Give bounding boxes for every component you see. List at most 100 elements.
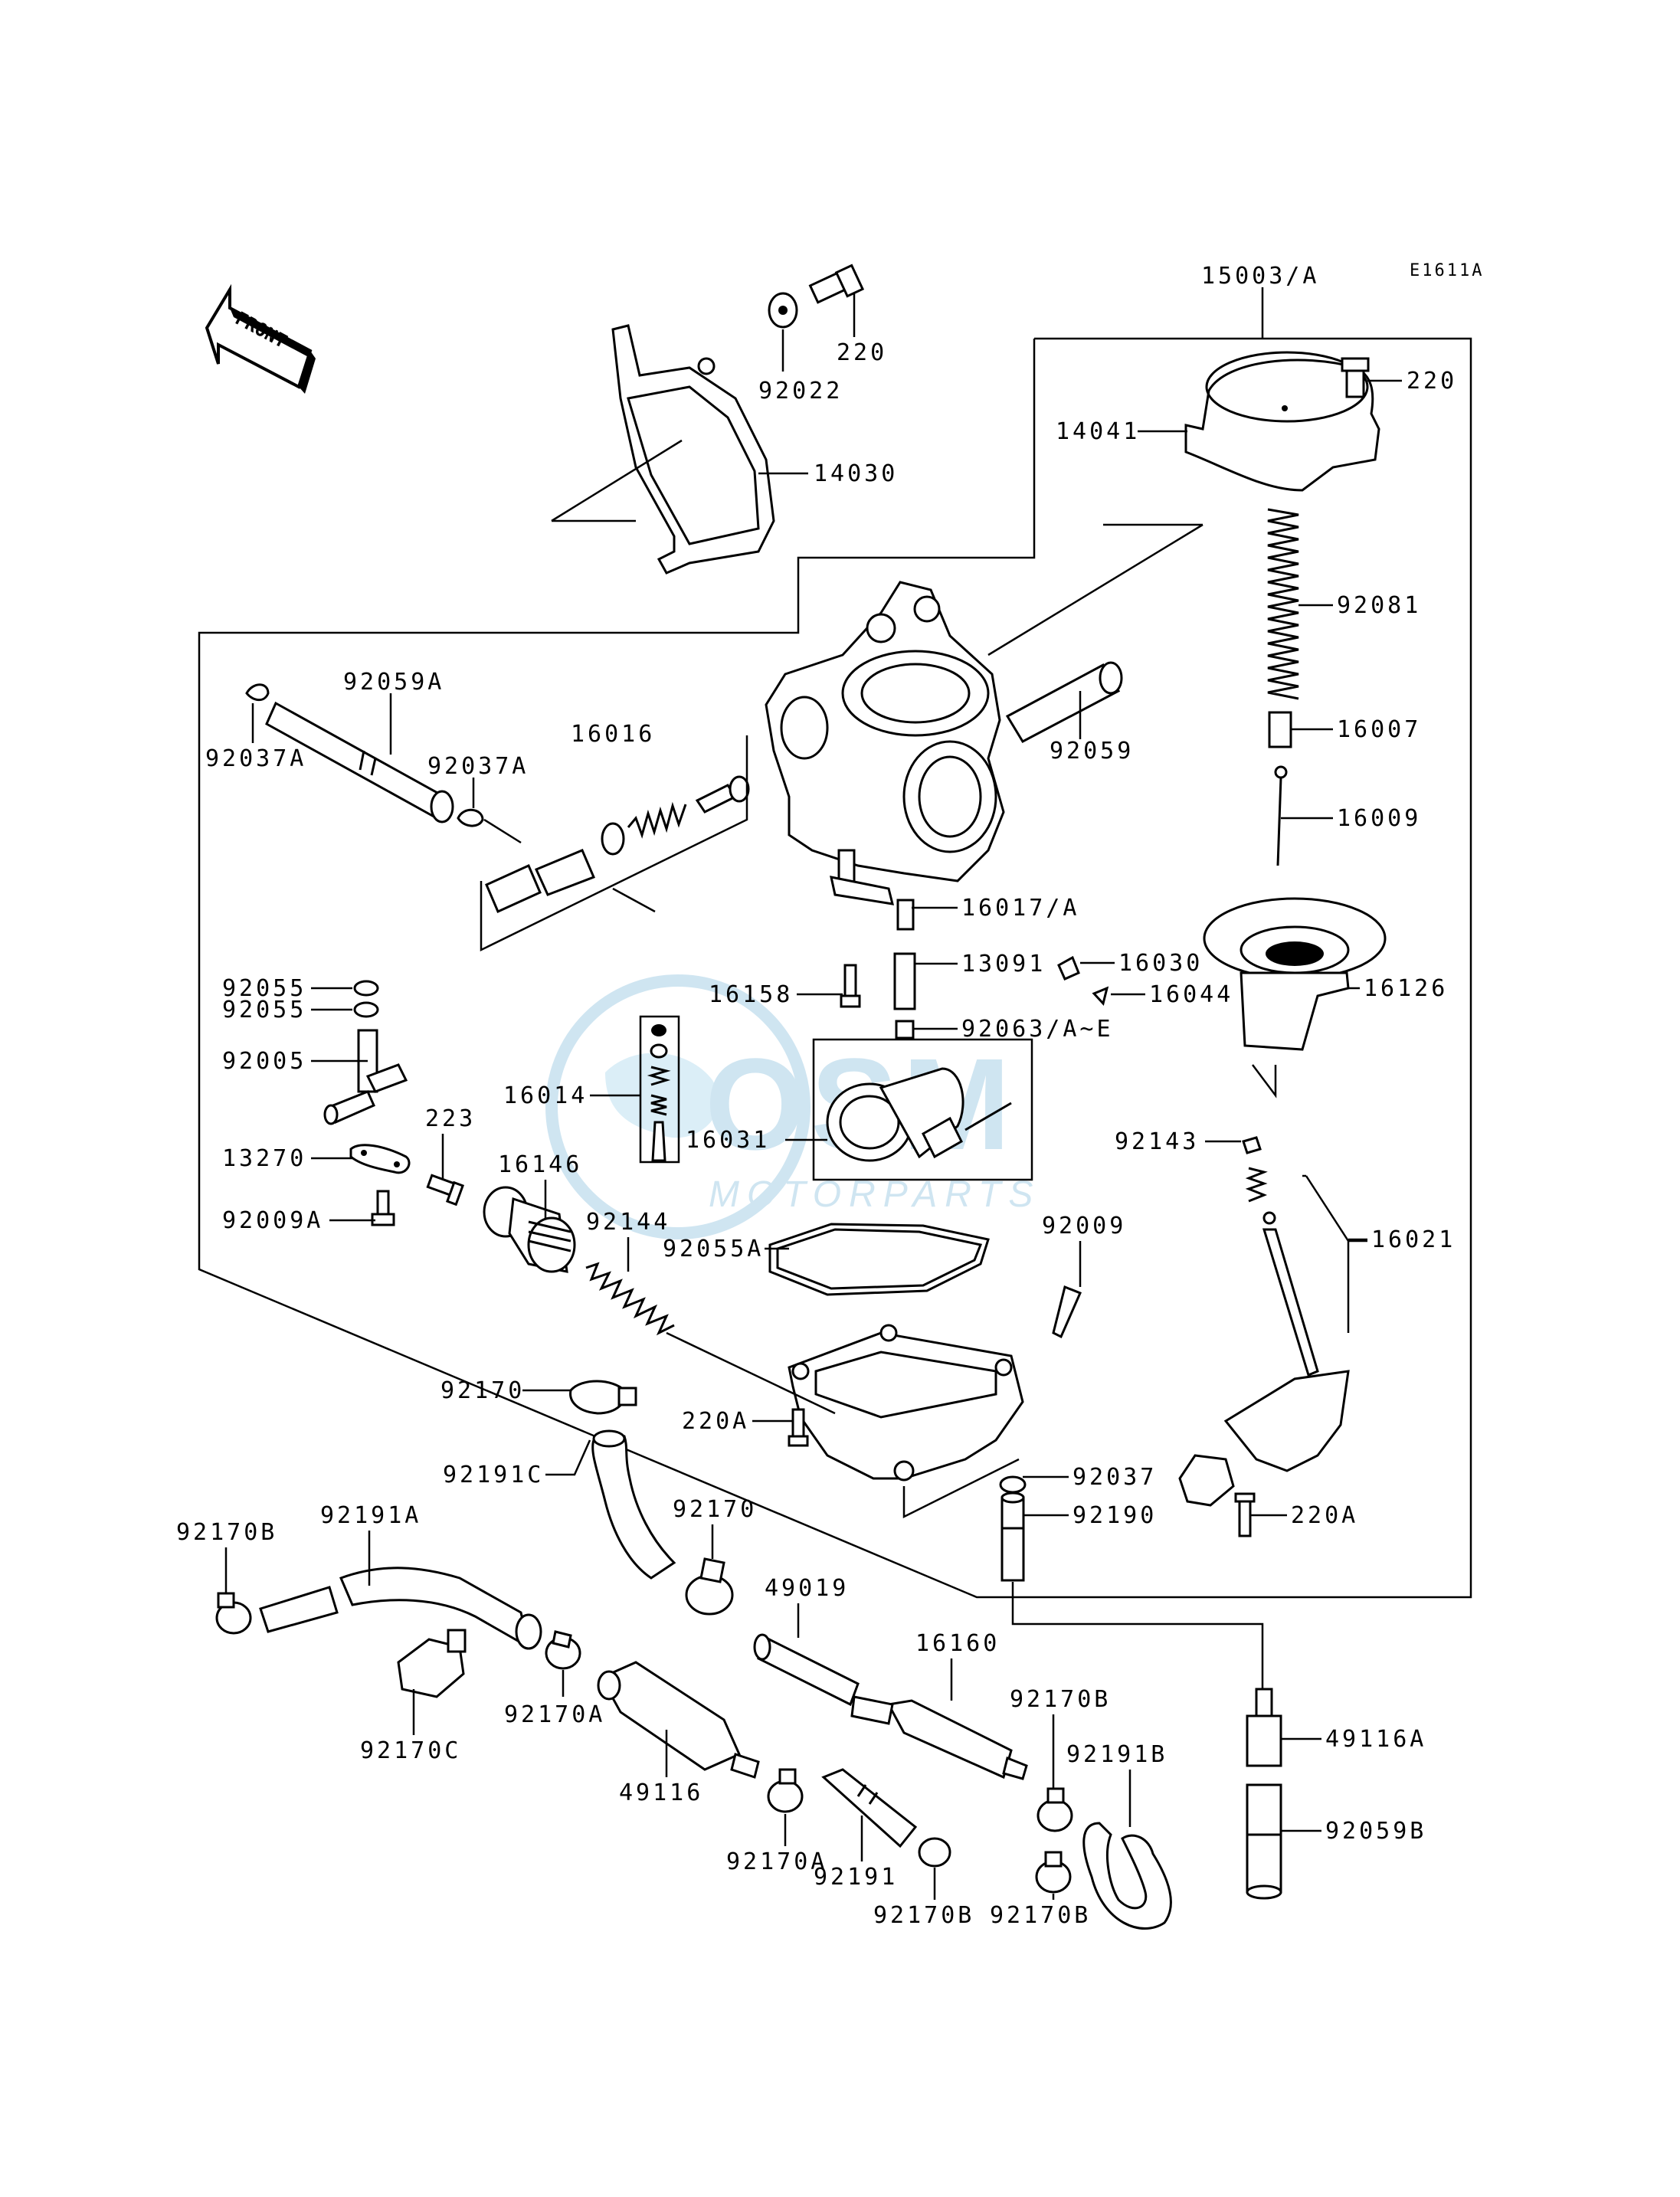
clamp-92170-top: [569, 1380, 637, 1415]
screw-223: [426, 1174, 465, 1207]
needle-set-16014: [647, 1024, 671, 1162]
label-92081: 92081: [1337, 592, 1421, 619]
label-92170B-mid: 92170B: [1010, 1686, 1111, 1713]
oring-92055-b: [353, 1001, 379, 1018]
label-92170A-a: 92170A: [504, 1701, 605, 1728]
emulsion-tube-13091: [893, 952, 916, 1010]
label-14030: 14030: [814, 460, 898, 487]
globe-logo: [545, 974, 811, 1239]
label-92055-b: 92055: [222, 997, 306, 1023]
jet-16030: [1057, 955, 1080, 981]
hose-92191: [821, 1768, 918, 1848]
hose-92191B: [1082, 1822, 1172, 1930]
needle-16009: [1274, 765, 1288, 866]
clamp-92170-mid: [685, 1557, 734, 1616]
jet-16017: [896, 899, 915, 931]
screw-220A-left: [788, 1408, 809, 1447]
top-cover-part: [611, 324, 775, 575]
label-49019: 49019: [765, 1575, 849, 1602]
screw-92009A: [371, 1190, 395, 1226]
choke-plunger-16021: [1178, 1167, 1350, 1507]
spring-92081: [1267, 508, 1299, 700]
label-14041: 14041: [1056, 418, 1140, 445]
label-16158: 16158: [709, 981, 793, 1008]
label-49116A: 49116A: [1325, 1726, 1426, 1753]
label-92059: 92059: [1050, 738, 1134, 765]
label-220-right: 220: [1407, 368, 1457, 395]
label-92037: 92037: [1073, 1464, 1157, 1491]
label-16146: 16146: [498, 1151, 582, 1178]
spring-92144: [585, 1262, 675, 1336]
clamp-92170B-b2: [1035, 1851, 1072, 1894]
label-16044: 16044: [1149, 981, 1233, 1008]
label-92037A-mid: 92037A: [427, 753, 529, 780]
label-220A-right: 220A: [1291, 1502, 1358, 1529]
screw-220A-right: [1234, 1492, 1256, 1537]
label-13270: 13270: [222, 1145, 306, 1172]
label-16009: 16009: [1337, 805, 1421, 832]
float-bowl: [788, 1324, 1024, 1482]
label-92022: 92022: [758, 378, 843, 404]
label-92191: 92191: [814, 1864, 898, 1891]
part-labels: 15003/A 220 92022 14030 220 14041 92081 …: [176, 263, 1457, 1929]
label-13091: 13091: [961, 951, 1046, 977]
label-92143: 92143: [1115, 1128, 1199, 1155]
carburetor-body: [765, 581, 1005, 905]
clamp-92170A-b: [767, 1768, 804, 1813]
watermark-sub: MOTORPARTS: [709, 1174, 1040, 1215]
label-92170B-b1: 92170B: [873, 1902, 974, 1929]
clamp-92170A-a: [545, 1630, 581, 1670]
label-92009A: 92009A: [222, 1207, 323, 1234]
choke-16146: [483, 1186, 576, 1273]
label-92059B: 92059B: [1325, 1818, 1426, 1845]
oring-92055-a: [353, 980, 379, 997]
assembly-boundary: [198, 337, 1472, 1599]
label-16160: 16160: [915, 1630, 1000, 1657]
fitting-92005: [323, 1029, 408, 1125]
screw-220-top: [808, 264, 865, 304]
label-49116: 49116: [619, 1780, 703, 1806]
label-92170A-b: 92170A: [726, 1848, 827, 1875]
clip-92037A-left: [245, 683, 270, 702]
label-16016: 16016: [571, 721, 655, 748]
hose-92190: [1000, 1491, 1025, 1582]
hose-92191C: [591, 1429, 676, 1580]
clamp-92170C: [397, 1629, 467, 1698]
label-92170-a: 92170: [440, 1377, 525, 1404]
plate-13270: [349, 1144, 411, 1174]
connector-49116A: [1246, 1688, 1282, 1767]
screw-220-right: [1341, 357, 1370, 398]
label-92063: 92063/A~E: [961, 1016, 1114, 1043]
label-92055-a: 92055: [222, 975, 306, 1002]
label-92170B-left: 92170B: [176, 1519, 277, 1546]
subbox-16031: [812, 1038, 1033, 1181]
diaphragm-16126: [1203, 897, 1387, 1051]
label-16021: 16021: [1371, 1226, 1456, 1253]
label-92005: 92005: [222, 1048, 306, 1075]
filter-49116: [597, 1661, 760, 1779]
label-92170-b: 92170: [673, 1496, 757, 1523]
spring-92143: [1242, 1136, 1262, 1154]
hose-92191A: [259, 1567, 542, 1650]
label-220-top: 220: [837, 339, 887, 366]
clamp-92170B-b1: [918, 1837, 951, 1868]
label-16031: 16031: [686, 1127, 770, 1154]
clip-92037A-mid: [457, 808, 484, 827]
label-92144: 92144: [586, 1209, 670, 1236]
label-92037A-left: 92037A: [205, 745, 306, 772]
gasket-92055A: [768, 1223, 990, 1296]
label-92059A: 92059A: [343, 669, 444, 696]
pipe-49019: [753, 1633, 860, 1707]
main-jet-92063: [895, 1020, 915, 1040]
label-16030: 16030: [1118, 950, 1203, 977]
intake-16031: [826, 1067, 1012, 1162]
clip-92037: [999, 1475, 1027, 1494]
ring-16044: [1092, 986, 1109, 1007]
diagram-code: E1611A: [1410, 261, 1484, 280]
washer-92022: [768, 292, 798, 329]
screw-92009: [1052, 1285, 1082, 1339]
label-16017: 16017/A: [961, 895, 1079, 922]
hose-92059: [1005, 661, 1123, 743]
label-16007: 16007: [1337, 716, 1421, 743]
